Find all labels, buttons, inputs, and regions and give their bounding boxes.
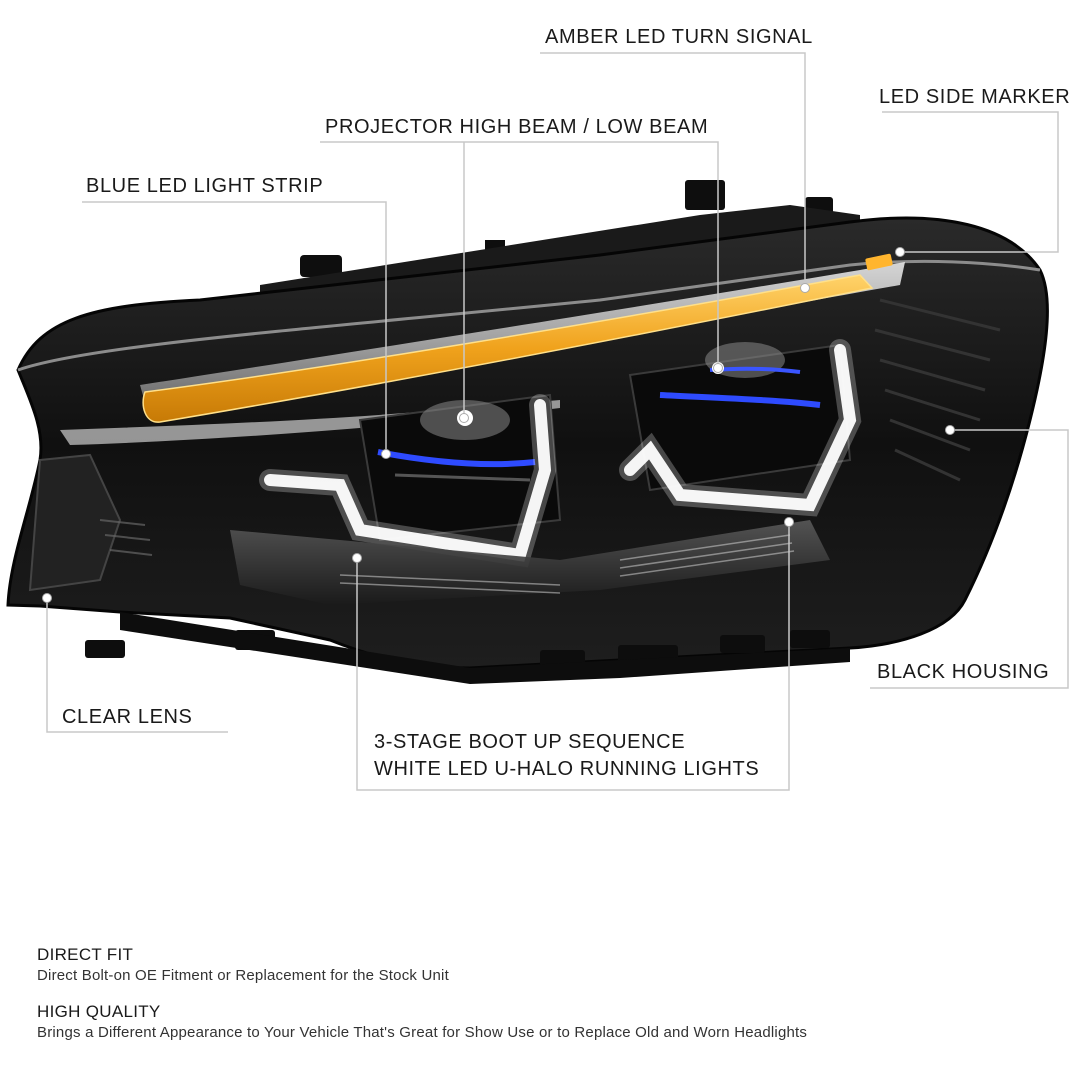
left-projector-module xyxy=(358,393,562,542)
callout-led-side-marker: LED SIDE MARKER xyxy=(879,86,1070,108)
callout-clear-lens: CLEAR LENS xyxy=(62,706,193,728)
callout-black-housing: BLACK HOUSING xyxy=(877,661,1050,683)
leader-dots xyxy=(42,247,955,603)
feature-desc-high-quality: Brings a Different Appearance to Your Ve… xyxy=(37,1024,808,1041)
white-u-halos xyxy=(259,339,862,568)
callout-boot-sequence-line2: WHITE LED U-HALO RUNNING LIGHTS xyxy=(374,758,760,780)
housing-ribs xyxy=(874,298,1001,482)
left-blue-led xyxy=(377,449,536,468)
callout-boot-sequence-line1: 3-STAGE BOOT UP SEQUENCE xyxy=(374,731,686,753)
callout-projector-beam: PROJECTOR HIGH BEAM / LOW BEAM xyxy=(325,116,709,138)
feature-desc-direct-fit: Direct Bolt-on OE Fitment or Replacement… xyxy=(37,967,449,984)
callout-blue-led-strip: BLUE LED LIGHT STRIP xyxy=(86,175,324,197)
callout-amber-turn-signal: AMBER LED TURN SIGNAL xyxy=(545,26,813,48)
leader-lines xyxy=(46,52,1069,791)
bottom-mounting-tabs xyxy=(85,612,850,684)
reflector-striations xyxy=(339,534,795,594)
amber-turn-signal-strip xyxy=(142,274,874,423)
callout-boot-sequence: 3-STAGE BOOT UP SEQUENCE WHITE LED U-HAL… xyxy=(374,729,759,783)
right-blue-led xyxy=(659,392,821,408)
clear-lens-edge xyxy=(17,259,1041,372)
feature-title-high-quality: HIGH QUALITY xyxy=(37,1002,161,1021)
lower-reflector xyxy=(230,520,830,605)
amber-side-marker xyxy=(865,253,893,271)
feature-title-direct-fit: DIRECT FIT xyxy=(37,945,134,964)
